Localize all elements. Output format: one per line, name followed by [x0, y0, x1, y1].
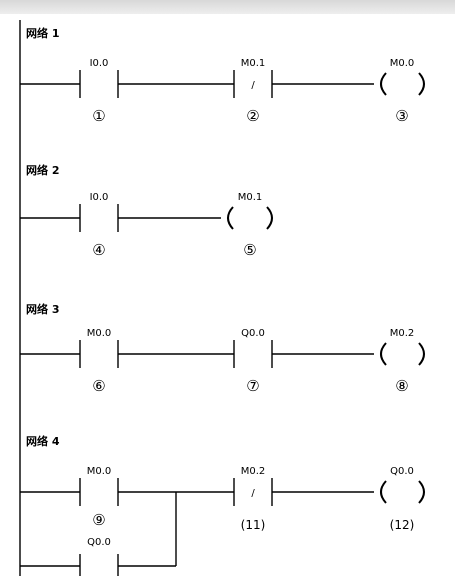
coil-q0-0[interactable]: Q0.0 (12): [380, 466, 425, 532]
coil-address: M0.2: [390, 328, 415, 339]
element-number: (11): [241, 518, 266, 532]
element-number: ⑧: [395, 377, 408, 395]
coil-address: M0.1: [238, 192, 263, 203]
contact-q0-0[interactable]: Q0.0 ⑦: [233, 328, 273, 395]
coil-address: M0.0: [390, 58, 415, 69]
element-number: ①: [92, 107, 105, 125]
coil-m0-1[interactable]: M0.1 ⑤: [227, 192, 273, 259]
contact-address: Q0.0: [87, 537, 111, 548]
network-2-title: 网络 2: [26, 163, 59, 177]
element-number: ⑤: [243, 241, 256, 259]
element-number: ⑥: [92, 377, 105, 395]
nc-mark: /: [251, 488, 255, 499]
contact-address: I0.0: [90, 192, 109, 203]
coil-address: Q0.0: [390, 466, 414, 477]
top-bar: [0, 0, 455, 14]
contact-address: I0.0: [90, 58, 109, 69]
nc-mark: /: [251, 80, 255, 91]
contact-m0-0[interactable]: M0.0 ⑥: [79, 328, 119, 395]
element-number: ⑨: [92, 511, 105, 529]
coil-m0-2[interactable]: M0.2 ⑧: [380, 328, 425, 395]
network-1-title: 网络 1: [26, 26, 59, 40]
element-number: ③: [395, 107, 408, 125]
contact-address: M0.0: [87, 328, 112, 339]
element-number: ②: [246, 107, 259, 125]
contact-m0-1-nc[interactable]: / M0.1 ②: [233, 58, 273, 125]
network-1: 网络 1 I0.0 ① / M0.1 ② M0.0 ③: [20, 26, 425, 125]
contact-i0-0[interactable]: I0.0 ①: [79, 58, 119, 125]
contact-i0-0-n2[interactable]: I0.0 ④: [79, 192, 119, 259]
contact-m0-2-nc[interactable]: / M0.2 (11): [233, 466, 273, 532]
network-3: 网络 3 M0.0 ⑥ Q0.0 ⑦ M0.2 ⑧: [20, 302, 425, 395]
network-3-title: 网络 3: [26, 302, 59, 316]
contact-address: M0.0: [87, 466, 112, 477]
element-number: (12): [390, 518, 415, 532]
element-number: ⑦: [246, 377, 259, 395]
element-number: ④: [92, 241, 105, 259]
network-2: 网络 2 I0.0 ④ M0.1 ⑤: [20, 163, 273, 259]
contact-m0-0-n4[interactable]: M0.0 ⑨: [79, 466, 119, 529]
network-4-title: 网络 4: [26, 434, 60, 448]
contact-address: Q0.0: [241, 328, 265, 339]
network-4: 网络 4 M0.0 ⑨ Q0.0 / M0.2 (11) Q0.: [20, 434, 425, 576]
coil-m0-0[interactable]: M0.0 ③: [380, 58, 425, 125]
contact-address: M0.2: [241, 466, 266, 477]
contact-address: M0.1: [241, 58, 266, 69]
contact-q0-0-parallel[interactable]: Q0.0: [79, 537, 119, 576]
